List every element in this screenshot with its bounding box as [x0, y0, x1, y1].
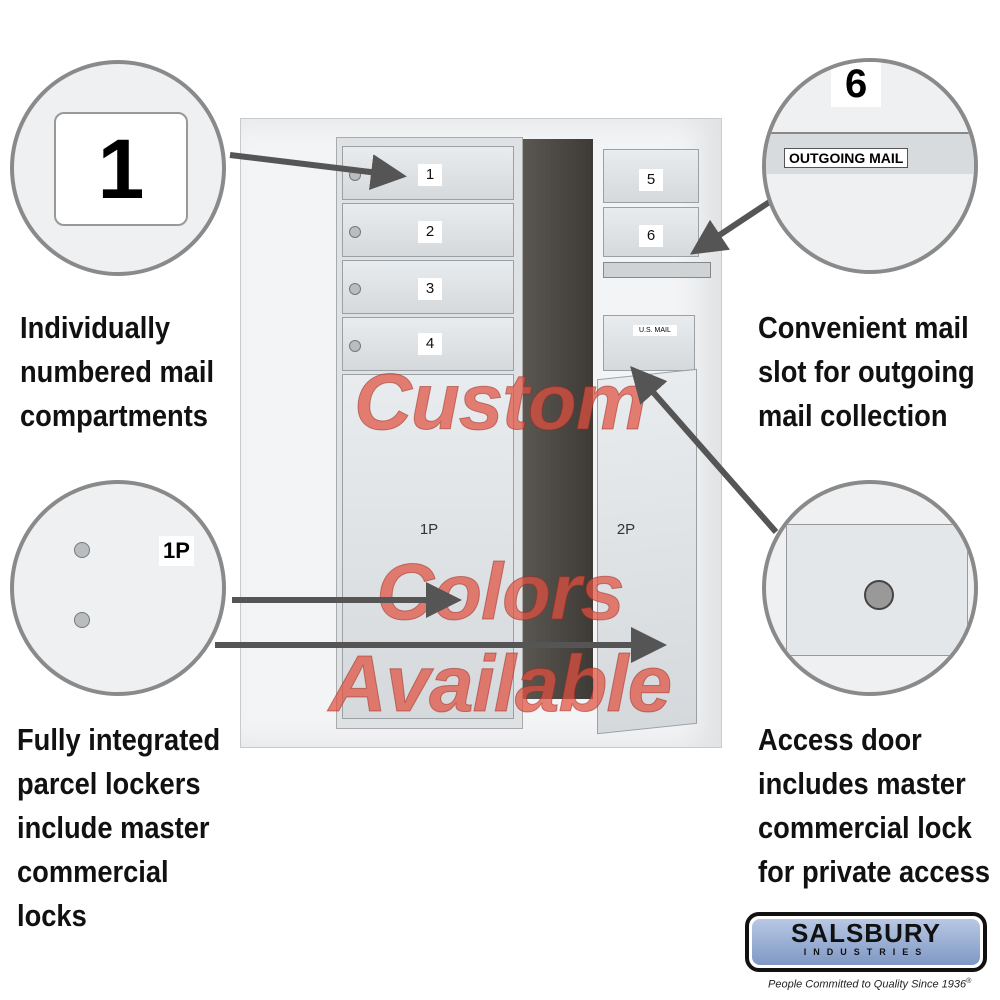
lock-icon: [349, 226, 361, 238]
lock-icon: [864, 580, 894, 610]
detail-circle-parcel: 1P: [10, 480, 226, 696]
parcel-locker-1p: [342, 374, 514, 719]
logo-sub: INDUSTRIES: [803, 947, 929, 957]
parcel-label: 1P: [419, 521, 439, 538]
arrow: [689, 192, 782, 255]
logo-name: SALSBURY: [790, 918, 942, 948]
door-number: 5: [639, 169, 663, 191]
lock-icon: [74, 542, 90, 558]
door-number: 6: [639, 225, 663, 247]
detail-circle-number: 1: [10, 60, 226, 276]
lock-icon: [349, 340, 361, 352]
detail-circle-slot: 6 OUTGOING MAIL: [762, 58, 978, 274]
detail-parcel-label: 1P: [159, 536, 194, 566]
detail-circle-access-lock: [762, 480, 978, 696]
salsbury-logo: SALSBURY INDUSTRIES: [745, 912, 987, 972]
outgoing-mail-label: OUTGOING MAIL: [784, 148, 909, 168]
watermark-line: Colors: [376, 547, 625, 636]
door-number: 1: [418, 164, 442, 186]
lock-icon: [74, 612, 90, 628]
watermark-line: Custom: [354, 357, 648, 446]
arrow: [630, 365, 779, 534]
detail-number-label: 1: [54, 112, 188, 226]
detail-door-label: 6: [831, 62, 882, 107]
door-number: 3: [418, 278, 442, 300]
outgoing-mail-slot: [603, 262, 711, 278]
arrow: [229, 152, 407, 190]
door-number: 2: [418, 221, 442, 243]
usmail-label: U.S. MAIL: [633, 325, 677, 336]
watermark-line: Available: [328, 639, 672, 728]
lock-icon: [349, 283, 361, 295]
mailbox-unit: 1 2 3 4 1P 5 6 U.S. MAIL 2P: [240, 118, 722, 748]
open-cabinet-interior: [523, 139, 593, 699]
door-number: 4: [418, 333, 442, 355]
logo-tagline: People Committed to Quality Since 1936®: [768, 978, 972, 991]
parcel-label: 2P: [616, 521, 636, 538]
